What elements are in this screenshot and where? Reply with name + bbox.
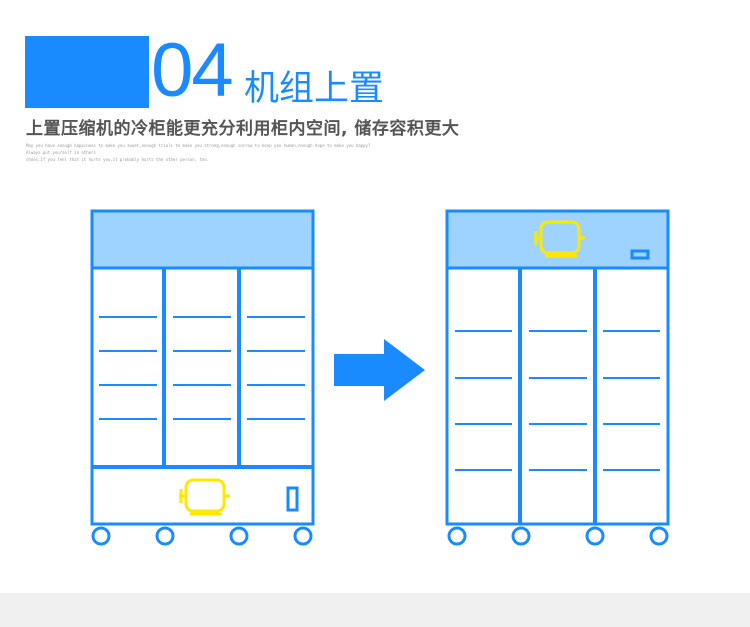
control-indicator — [286, 486, 299, 512]
section-subtitle: 上置压缩机的冷柜能更充分利用柜内空间, 储存容积更大 — [26, 119, 460, 139]
compressor-icon — [534, 220, 585, 258]
fridge-bottom-compressor — [90, 209, 315, 546]
section-number: .04 — [132, 28, 234, 113]
footer-band — [0, 593, 750, 627]
fridge-shelves — [455, 330, 660, 471]
fridge-shelves — [99, 316, 305, 420]
arrow-right-icon — [334, 339, 425, 401]
fridge-top-panel — [90, 209, 315, 270]
fridge-top-compressor — [445, 209, 670, 546]
header-color-block — [25, 36, 149, 108]
fridge-body — [90, 266, 315, 526]
fridge-body — [445, 266, 670, 526]
english-line-3: shoes.If you feel that it hurts you,it p… — [26, 157, 210, 162]
compressor-icon — [179, 478, 230, 516]
english-line-1: May you have enough happiness to make yo… — [26, 143, 371, 148]
english-line-2: Always put yourself in others — [26, 150, 96, 155]
section-title: 机组上置 — [244, 69, 385, 109]
control-indicator — [630, 249, 650, 260]
fridge-wheels — [91, 526, 313, 546]
fridge-wheels — [447, 526, 669, 546]
